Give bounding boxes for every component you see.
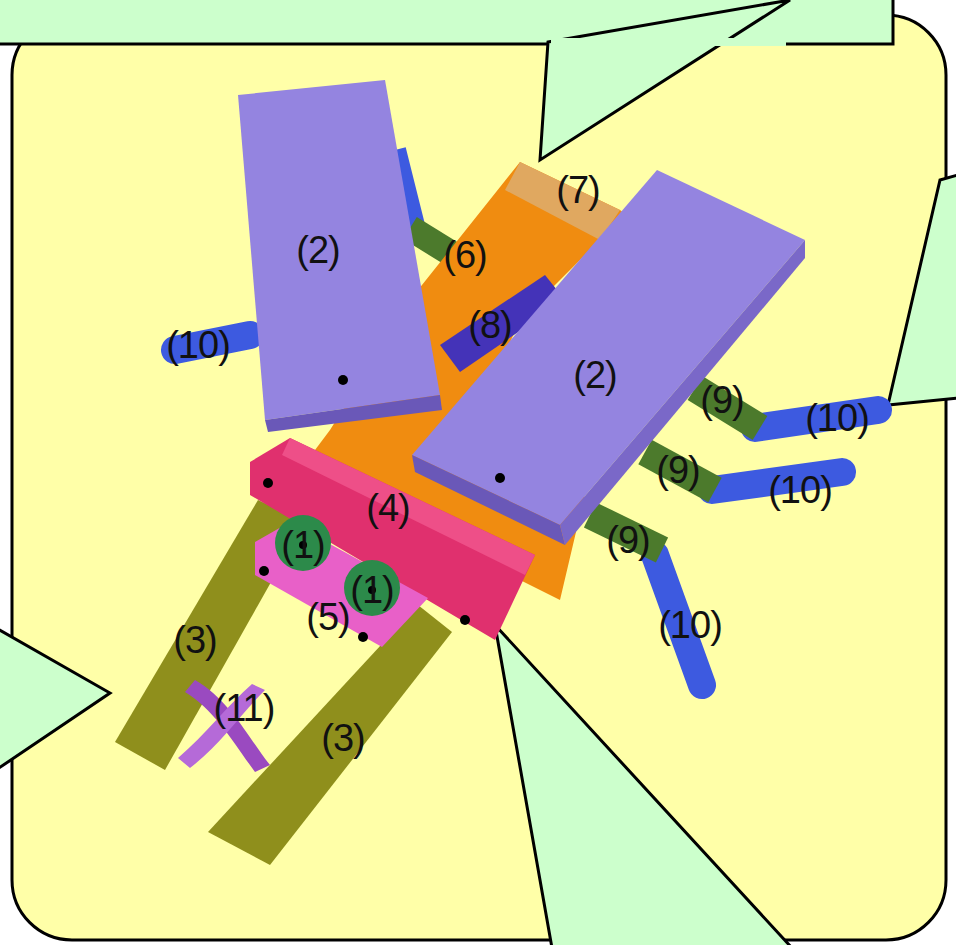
callout-number: (7) [556, 171, 599, 209]
block-top [282, 438, 535, 575]
frame-top [505, 162, 620, 240]
callout-number: (2) [573, 356, 616, 394]
pin [275, 515, 331, 571]
dot [358, 632, 368, 642]
callout-number: (3) [321, 719, 364, 757]
callout-number: (10) [768, 471, 832, 509]
callout-number: (8) [468, 306, 511, 344]
callout-pointer [888, 175, 956, 405]
panel [12, 15, 946, 940]
callout-number: (6) [443, 236, 486, 274]
dot [263, 478, 273, 488]
callout-joint [551, 38, 786, 46]
callout-pointer [495, 625, 792, 945]
callout-number: (2) [296, 231, 339, 269]
callout-number: (9) [606, 521, 649, 559]
dot [338, 375, 348, 385]
dot [460, 615, 470, 625]
dot [495, 473, 505, 483]
callout-number: (4) [366, 489, 409, 527]
plate-edge [265, 395, 442, 432]
callout-pointer [0, 628, 110, 770]
callout-number: (1) [281, 526, 324, 564]
callout-number: (11) [214, 689, 275, 727]
dot [259, 566, 269, 576]
callout-pointer [540, 0, 790, 160]
callout-number: (5) [306, 598, 349, 636]
plate [238, 80, 440, 420]
callout-number: (10) [805, 399, 869, 437]
callout-number: (9) [656, 451, 699, 489]
callout-number: (1) [350, 571, 393, 609]
pin [344, 560, 400, 616]
marker-dots [259, 375, 505, 642]
callout-number: (10) [166, 326, 230, 364]
rod [645, 452, 715, 490]
callout-number: (10) [658, 606, 722, 644]
callout-number: (3) [173, 621, 216, 659]
callout-number: (9) [700, 381, 743, 419]
